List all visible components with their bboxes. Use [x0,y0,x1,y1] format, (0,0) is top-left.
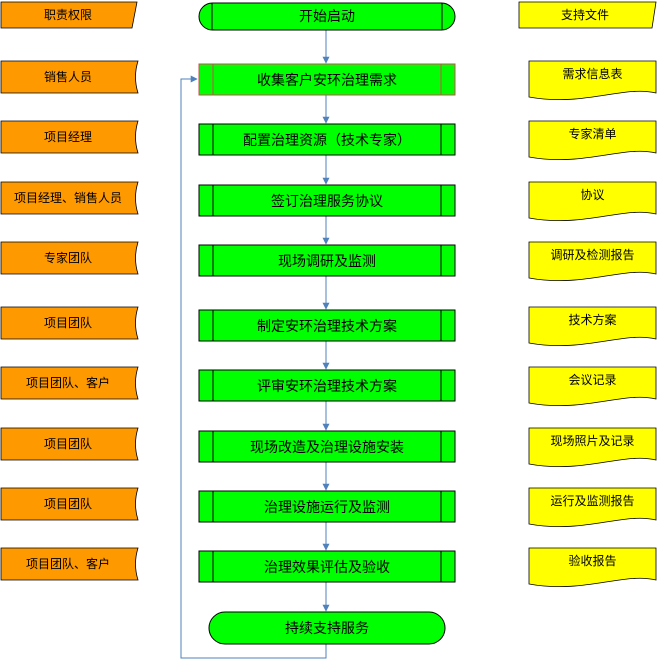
role-item-label: 项目团队、客户 [26,556,110,571]
process-step: 评审安环治理技术方案 [198,369,456,402]
doc-header: 支持文件 [518,1,657,29]
doc-item: 专家清单 [528,120,657,161]
process-step-label: 治理设施运行及监测 [264,500,390,516]
process-step-label: 评审安环治理技术方案 [257,378,397,395]
doc-item-label: 会议记录 [568,373,616,387]
process-step: 签订治理服务协议 [198,184,456,217]
process-step-label: 制定安环治理技术方案 [257,318,397,335]
doc-item: 验收报告 [528,547,657,588]
doc-item-label: 技术方案 [568,312,616,327]
process-step: 收集客户安环治理需求 [198,63,456,96]
feedback-loop-arrow [180,75,327,659]
process-step: 配置治理资源（技术专家） [198,123,456,156]
doc-column: 支持文件 需求信息表专家清单协议调研及检测报告技术方案会议记录现场照片及记录运行… [518,1,657,588]
role-item: 项目团队、客户 [0,547,139,581]
role-item-label: 项目经理、销售人员 [14,190,122,205]
role-item-label: 销售人员 [44,69,92,84]
doc-item: 协议 [528,181,657,222]
start-node: 开始启动 [198,2,456,31]
doc-item: 运行及监测报告 [528,487,657,528]
role-item: 项目团队 [0,306,139,340]
role-item-label: 项目团队 [44,436,92,451]
doc-item: 调研及检测报告 [528,241,657,282]
role-item: 项目团队 [0,487,139,521]
process-step: 治理设施运行及监测 [198,490,456,523]
role-item: 项目团队 [0,427,139,461]
role-item: 项目经理 [0,120,139,154]
doc-item: 会议记录 [528,366,657,407]
role-header: 职责权限 [0,1,138,29]
role-header-label: 职责权限 [44,8,92,22]
role-item-label: 项目团队、客户 [26,375,110,390]
process-step: 治理效果评估及验收 [198,550,456,583]
doc-header-label: 支持文件 [561,7,609,22]
process-step-label: 现场调研及监测 [278,254,376,270]
role-item-label: 项目经理 [44,130,92,144]
process-step: 制定安环治理技术方案 [198,309,456,342]
doc-item: 技术方案 [528,306,657,347]
role-column: 职责权限 销售人员项目经理项目经理、销售人员专家团队项目团队项目团队、客户项目团… [0,1,139,581]
doc-item-label: 需求信息表 [562,66,622,81]
doc-item: 现场照片及记录 [528,427,657,468]
process-step-label: 配置治理资源（技术专家） [243,132,411,149]
process-step: 现场改造及治理设施安装 [198,430,456,463]
role-item: 项目团队、客户 [0,366,139,400]
doc-item-label: 调研及检测报告 [550,247,634,262]
process-step-label: 治理效果评估及验收 [264,560,390,576]
doc-item-label: 协议 [580,187,604,202]
role-item-label: 项目团队 [44,315,92,330]
doc-item-label: 专家清单 [568,126,616,141]
process-step-label: 现场改造及治理设施安装 [250,440,404,456]
end-node: 持续支持服务 [208,611,446,645]
role-item: 专家团队 [0,241,139,275]
doc-item: 需求信息表 [528,60,657,101]
process-step: 现场调研及监测 [198,244,456,277]
process-step-label: 收集客户安环治理需求 [257,72,397,89]
role-item-label: 项目团队 [44,496,92,511]
doc-item-label: 验收报告 [568,553,616,568]
doc-item-label: 现场照片及记录 [550,434,634,448]
process-step-label: 签订治理服务协议 [271,193,383,210]
start-node-label: 开始启动 [299,9,355,25]
connectors [180,30,330,659]
role-item: 项目经理、销售人员 [0,181,139,215]
role-item-label: 专家团队 [44,250,92,265]
role-item: 销售人员 [0,60,139,94]
end-node-label: 持续支持服务 [285,620,369,637]
doc-item-label: 运行及监测报告 [550,493,634,508]
